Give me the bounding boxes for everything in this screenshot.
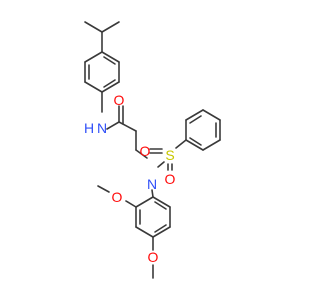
atom-labels: N H O N S O O O O <box>84 92 176 265</box>
methoxy-oxygen-lower-label: O <box>148 249 159 265</box>
amide-linkage <box>106 105 148 159</box>
isopropyl-group <box>84 21 120 53</box>
sulfonyl-group <box>149 139 187 171</box>
sulfonamide-nitrogen-label: N <box>147 176 157 192</box>
sulfur-label: S <box>165 147 174 163</box>
carbonyl-oxygen-label: O <box>114 92 125 108</box>
amide-nitrogen-label: N <box>97 120 107 136</box>
right-phenyl-ring <box>185 109 221 151</box>
structure-svg: N H O N S O O O O <box>84 21 221 279</box>
sulfonyl-oxygen-bottom-label: O <box>165 171 176 187</box>
top-phenyl-ring <box>84 51 120 113</box>
dimethoxyphenyl-ring <box>97 185 171 279</box>
amide-hydrogen-label: H <box>84 120 94 136</box>
molecule-diagram: N H O N S O O O O <box>84 21 221 279</box>
sulfonyl-oxygen-left-label: O <box>140 143 151 159</box>
methoxy-oxygen-upper-label: O <box>112 189 123 205</box>
